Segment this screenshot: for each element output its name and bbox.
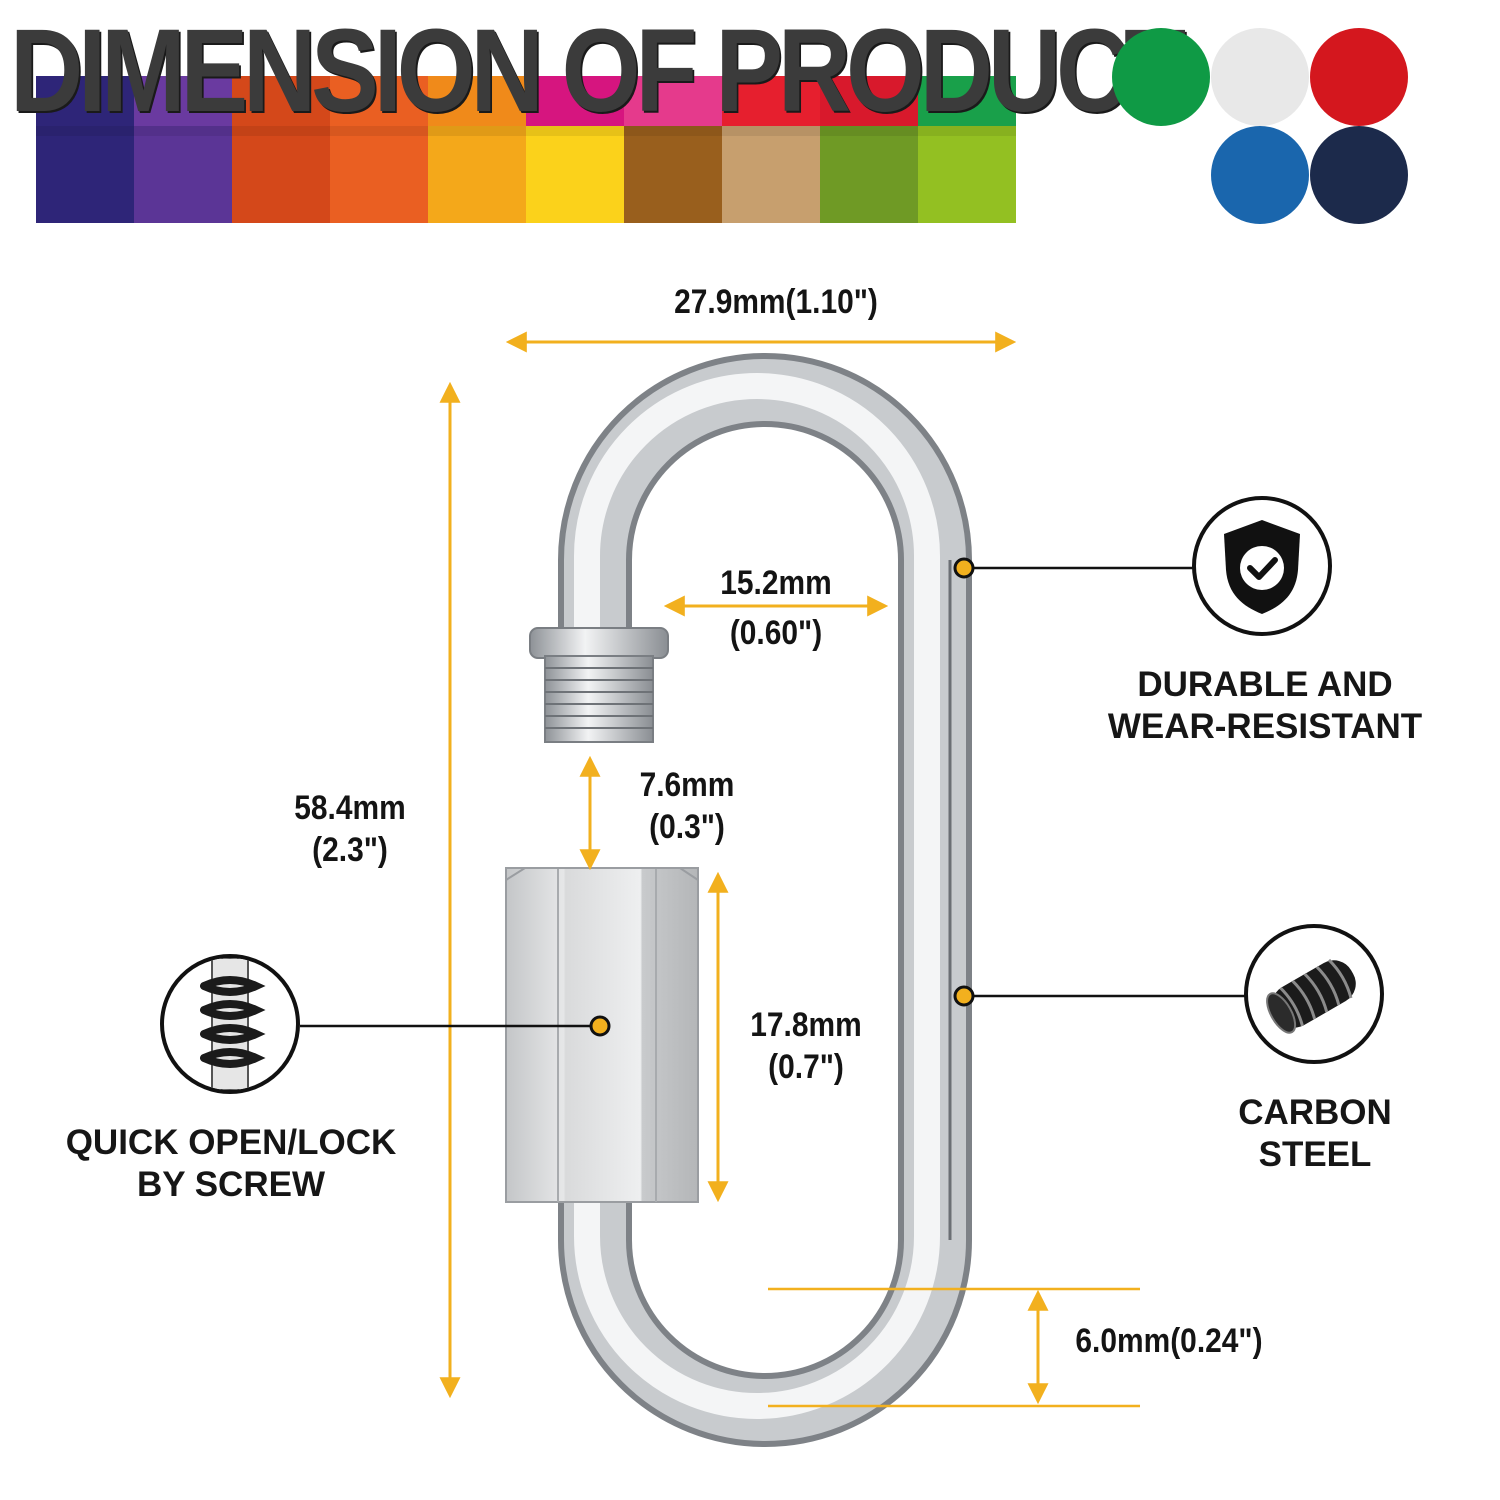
wire-label: 6.0mm(0.24")	[1075, 1322, 1263, 1360]
palette-swatch	[36, 126, 134, 223]
palette-swatch	[428, 126, 526, 223]
carbon-steel-feature-icon	[1244, 924, 1384, 1064]
title-band-swatch	[428, 76, 526, 128]
quick-open-feature-line1: QUICK OPEN/LOCK	[65, 1123, 397, 1162]
palette-swatch	[918, 126, 1016, 223]
sleeve-mm-label: 17.8mm	[750, 1006, 862, 1044]
screw-thread-icon	[200, 958, 266, 1090]
palette-swatch	[624, 126, 722, 223]
title-band-swatch	[330, 76, 428, 128]
gap-mm-label: 7.6mm	[639, 766, 735, 804]
width-label: 27.9mm(1.10")	[674, 283, 878, 321]
title-band-swatch	[526, 76, 624, 128]
callout-dot-screw	[589, 1015, 611, 1037]
carbon-steel-feature-line2: STEEL	[1258, 1135, 1372, 1174]
inner-width-in-label: (0.60")	[729, 614, 823, 652]
sleeve-in-label: (0.7")	[768, 1048, 844, 1086]
color-swatch-green	[1112, 28, 1210, 126]
gap-in-label: (0.3")	[649, 808, 725, 846]
color-swatch-white	[1211, 28, 1309, 126]
durable-feature-icon	[1192, 496, 1332, 636]
title-band-swatch	[820, 76, 918, 128]
palette-swatch	[722, 126, 820, 223]
title-band-swatch	[232, 76, 330, 128]
palette-swatch	[330, 126, 428, 223]
color-swatch-navy	[1310, 126, 1408, 224]
title-color-band	[36, 76, 1016, 128]
callout-dot-steel	[953, 985, 975, 1007]
height-in-label: (2.3")	[312, 831, 388, 869]
palette-swatch	[820, 126, 918, 223]
title-band-swatch	[722, 76, 820, 128]
title-band-swatch	[624, 76, 722, 128]
title-band-swatch	[134, 76, 232, 128]
color-palette-strip	[36, 126, 1016, 223]
durable-feature-line2: WEAR-RESISTANT	[1107, 707, 1423, 746]
callout-dot-durable	[953, 557, 975, 579]
height-mm-label: 58.4mm	[294, 789, 406, 827]
durable-feature-line1: DURABLE AND	[1137, 665, 1393, 704]
color-swatch-blue	[1211, 126, 1309, 224]
color-swatch-red	[1310, 28, 1408, 126]
palette-swatch	[526, 126, 624, 223]
quick-link-image	[505, 353, 972, 1447]
palette-swatch	[134, 126, 232, 223]
title-band-swatch	[918, 76, 1016, 128]
inner-width-mm-label: 15.2mm	[720, 564, 832, 602]
quick-open-feature-icon	[160, 954, 300, 1094]
shield-check-icon	[1224, 520, 1300, 614]
palette-swatch	[232, 126, 330, 223]
carbon-steel-feature-line1: CARBON	[1238, 1093, 1392, 1132]
steel-rod-icon	[1266, 958, 1356, 1034]
title-band-swatch	[36, 76, 134, 128]
quick-open-feature-line2: BY SCREW	[137, 1165, 325, 1204]
